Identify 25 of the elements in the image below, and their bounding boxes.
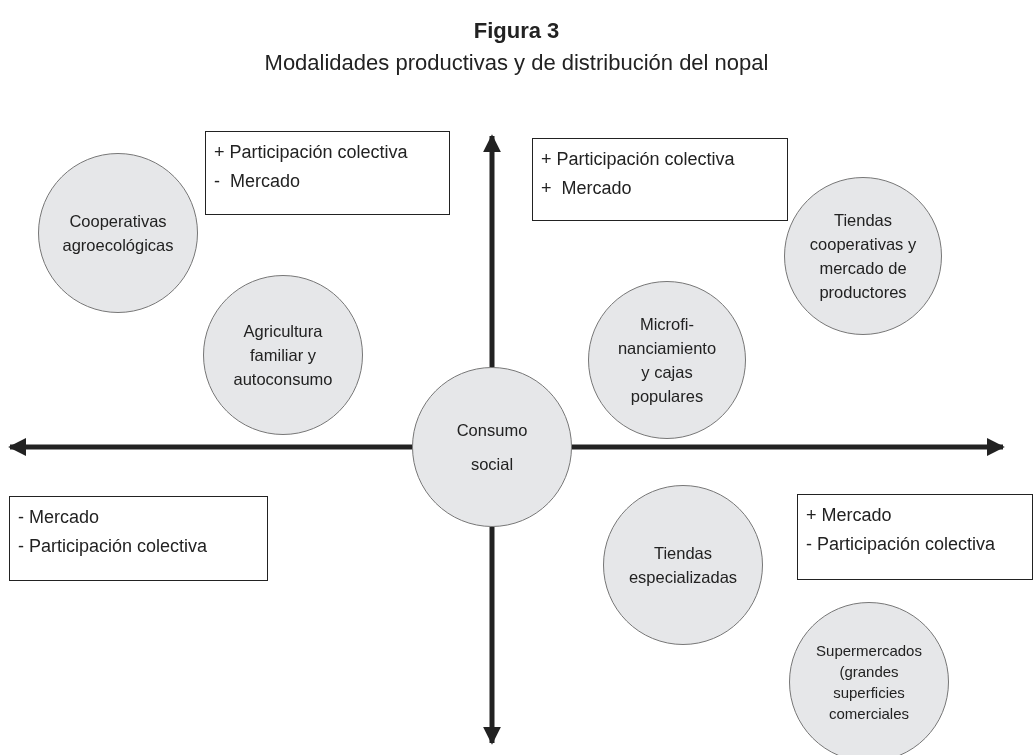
quadrant-label: + Mercado [806,504,893,527]
quadrant-label-box [532,138,788,221]
quadrant-label-box [797,494,1033,580]
quadrant-label: - Participación colectiva [806,533,997,556]
circle-label: Tiendas especializadas [627,543,739,588]
circle-label: Agricultura familiar y autoconsumo [232,321,334,390]
arrow [483,134,501,367]
quadrant-label: - Participación colectiva [18,535,209,558]
circle-label: Microfi-nanciamiento y cajas populares [616,314,718,407]
quadrant-label: + Mercado [541,177,633,200]
quadrant-label: + Participación colectiva [214,141,409,164]
figure-subtitle: Modalidades productivas y de distribución del nopal [263,50,770,76]
circle-label: Supermercados (grandes superficies comerciales [815,641,923,724]
quadrant-label-box [205,131,450,215]
arrow [483,527,501,745]
quadrant-label: - Mercado [18,506,101,529]
quadrant-label-box [9,496,268,581]
circle-label: Tiendas cooperativas y mercado de productores [808,210,918,303]
quadrant-label: + Participación colectiva [541,148,736,171]
arrow [572,438,1005,456]
quadrant-label: - Mercado [214,170,302,193]
arrow [8,438,412,456]
circle-label: Cooperativas agroecológicas [61,211,175,256]
circle-label: Consumo social [455,420,529,475]
figure-title: Figura 3 [472,18,561,44]
